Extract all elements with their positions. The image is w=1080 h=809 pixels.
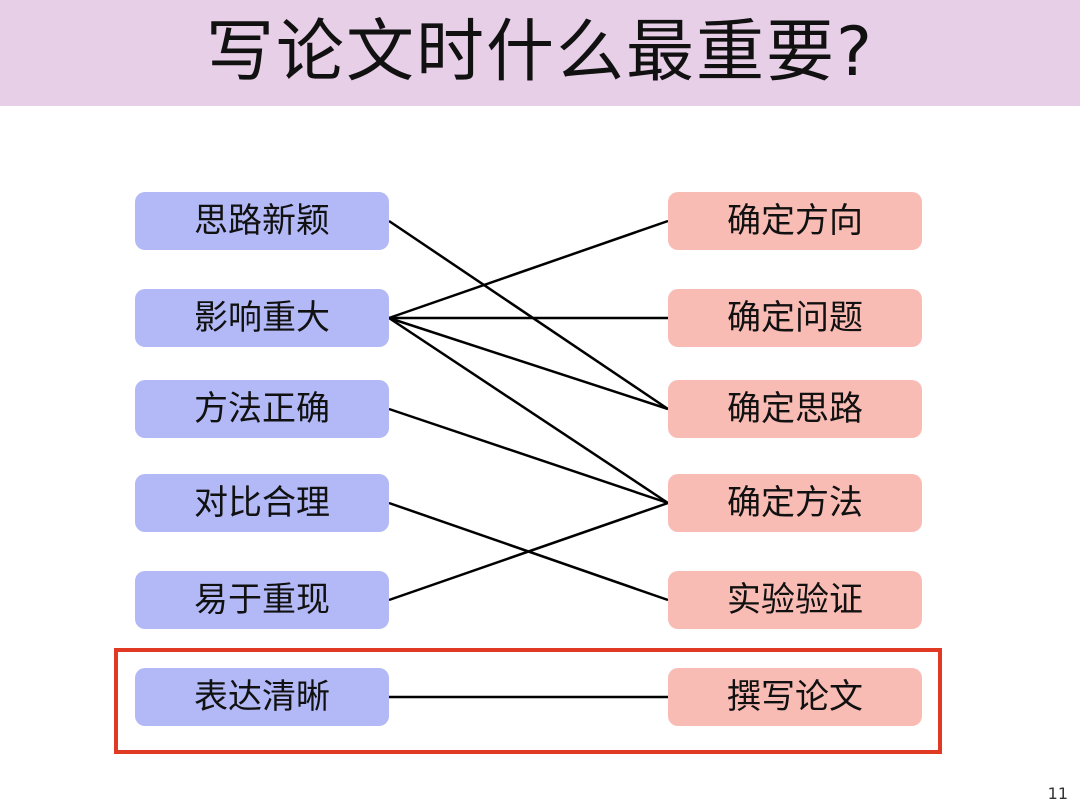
left-node-2: 方法正确 xyxy=(135,380,389,438)
highlight-box xyxy=(114,648,942,754)
left-node-3: 对比合理 xyxy=(135,474,389,532)
right-node-0: 确定方向 xyxy=(668,192,922,250)
left-node-5: 表达清晰 xyxy=(135,668,389,726)
right-node-5: 撰写论文 xyxy=(668,668,922,726)
connection-line-7 xyxy=(388,501,669,602)
left-node-0: 思路新颖 xyxy=(135,192,389,250)
connection-line-1 xyxy=(388,219,669,320)
right-node-2: 确定思路 xyxy=(668,380,922,438)
connection-line-5 xyxy=(388,407,669,505)
page-number: 11 xyxy=(1047,784,1068,803)
right-node-3: 确定方法 xyxy=(668,474,922,532)
left-node-4: 易于重现 xyxy=(135,571,389,629)
connection-line-3 xyxy=(388,316,669,411)
right-node-4: 实验验证 xyxy=(668,571,922,629)
connection-line-0 xyxy=(388,219,669,411)
title-bar xyxy=(0,0,1080,106)
left-node-1: 影响重大 xyxy=(135,289,389,347)
right-node-1: 确定问题 xyxy=(668,289,922,347)
page-title: 写论文时什么最重要? xyxy=(205,13,875,92)
connection-line-4 xyxy=(388,316,669,505)
